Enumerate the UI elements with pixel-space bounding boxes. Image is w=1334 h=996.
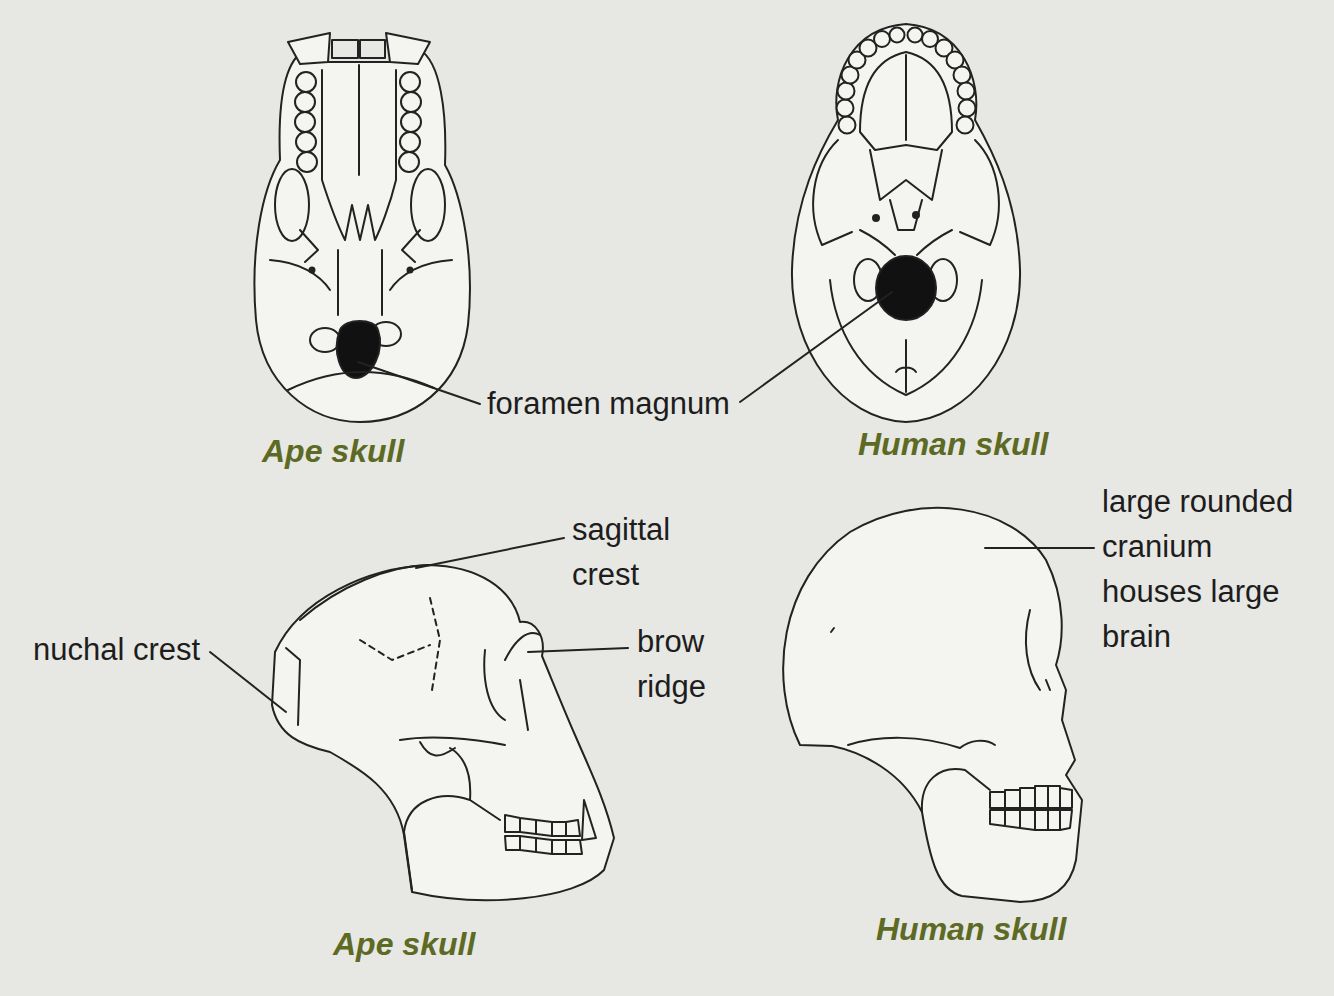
- skull-base-line: [270, 230, 452, 315]
- tooth: [837, 100, 854, 117]
- tooth: [401, 112, 421, 132]
- human-skull-side: [783, 508, 1094, 902]
- figure-caption: Ape skull: [333, 925, 475, 963]
- tooth: [890, 28, 905, 43]
- ape-skull-underside: [254, 33, 480, 422]
- brow-ridge: [505, 633, 540, 660]
- ape-skull-side: [210, 538, 628, 900]
- tooth-row: [990, 786, 1072, 830]
- zygomatic-arch: [848, 738, 995, 748]
- foramen-dot: [408, 268, 413, 273]
- foramen-dot: [913, 212, 919, 218]
- part-label: nuchal crest: [33, 628, 200, 673]
- incisor-teeth: [332, 40, 385, 58]
- foramen-magnum-hole: [876, 256, 936, 320]
- palate-line: [860, 52, 952, 150]
- temporal-mark: [831, 628, 834, 632]
- figure-caption: Ape skull: [262, 432, 404, 470]
- orbit-line: [484, 650, 528, 730]
- skull-suture: [360, 598, 440, 690]
- canine-tooth: [582, 800, 596, 840]
- sagittal-crest: [300, 565, 428, 620]
- palate-line: [322, 65, 396, 240]
- tooth: [839, 117, 856, 134]
- part-label: foramen magnum: [487, 382, 730, 427]
- tooth: [296, 132, 316, 152]
- zygomatic-opening: [275, 169, 309, 241]
- lower-teeth: [505, 836, 582, 854]
- part-label: large rounded cranium houses large brain: [1102, 480, 1307, 660]
- jaw-line: [404, 748, 500, 890]
- tooth: [959, 100, 976, 117]
- skull-outline: [783, 508, 1082, 902]
- jaw-line: [922, 769, 990, 812]
- tooth: [297, 152, 317, 172]
- leader-line: [210, 652, 286, 712]
- figure-caption: Human skull: [876, 910, 1066, 948]
- leader-line: [740, 292, 892, 402]
- canine-tooth: [386, 33, 430, 64]
- tooth: [908, 28, 923, 43]
- foramen-dot: [873, 215, 879, 221]
- foramen-magnum-hole: [337, 321, 380, 378]
- skull-outline: [254, 50, 469, 422]
- tooth-row: [505, 800, 596, 854]
- lower-teeth: [990, 810, 1072, 830]
- tooth: [957, 117, 974, 134]
- leader-line: [528, 648, 628, 652]
- tooth: [296, 72, 316, 92]
- tooth: [295, 112, 315, 132]
- midline: [896, 340, 916, 392]
- nuchal-crest: [286, 648, 300, 725]
- condyle: [310, 328, 340, 352]
- tooth: [295, 92, 315, 112]
- tooth: [400, 132, 420, 152]
- leader-line: [416, 538, 564, 568]
- tooth: [954, 67, 971, 84]
- tooth: [400, 72, 420, 92]
- skull-outline: [272, 565, 614, 900]
- tooth: [874, 31, 890, 47]
- tooth: [401, 92, 421, 112]
- leader-line: [985, 547, 1094, 549]
- figure-caption: Human skull: [858, 425, 1048, 463]
- part-label: sagittal crest: [572, 508, 702, 598]
- leader-line: [358, 362, 480, 404]
- human-skull-underside: [740, 24, 1020, 422]
- part-label: brow ridge: [637, 620, 737, 710]
- canine-tooth: [288, 33, 330, 64]
- zygomatic-opening: [411, 169, 445, 241]
- skull-base-line: [830, 150, 982, 395]
- skull-outline: [792, 24, 1020, 422]
- upper-teeth: [505, 815, 580, 836]
- upper-teeth: [990, 786, 1072, 808]
- tooth: [838, 83, 855, 100]
- zygomatic-line: [400, 738, 505, 756]
- orbit-line: [1026, 610, 1050, 690]
- tooth: [399, 152, 419, 172]
- tooth: [958, 83, 975, 100]
- foramen-dot: [310, 268, 315, 273]
